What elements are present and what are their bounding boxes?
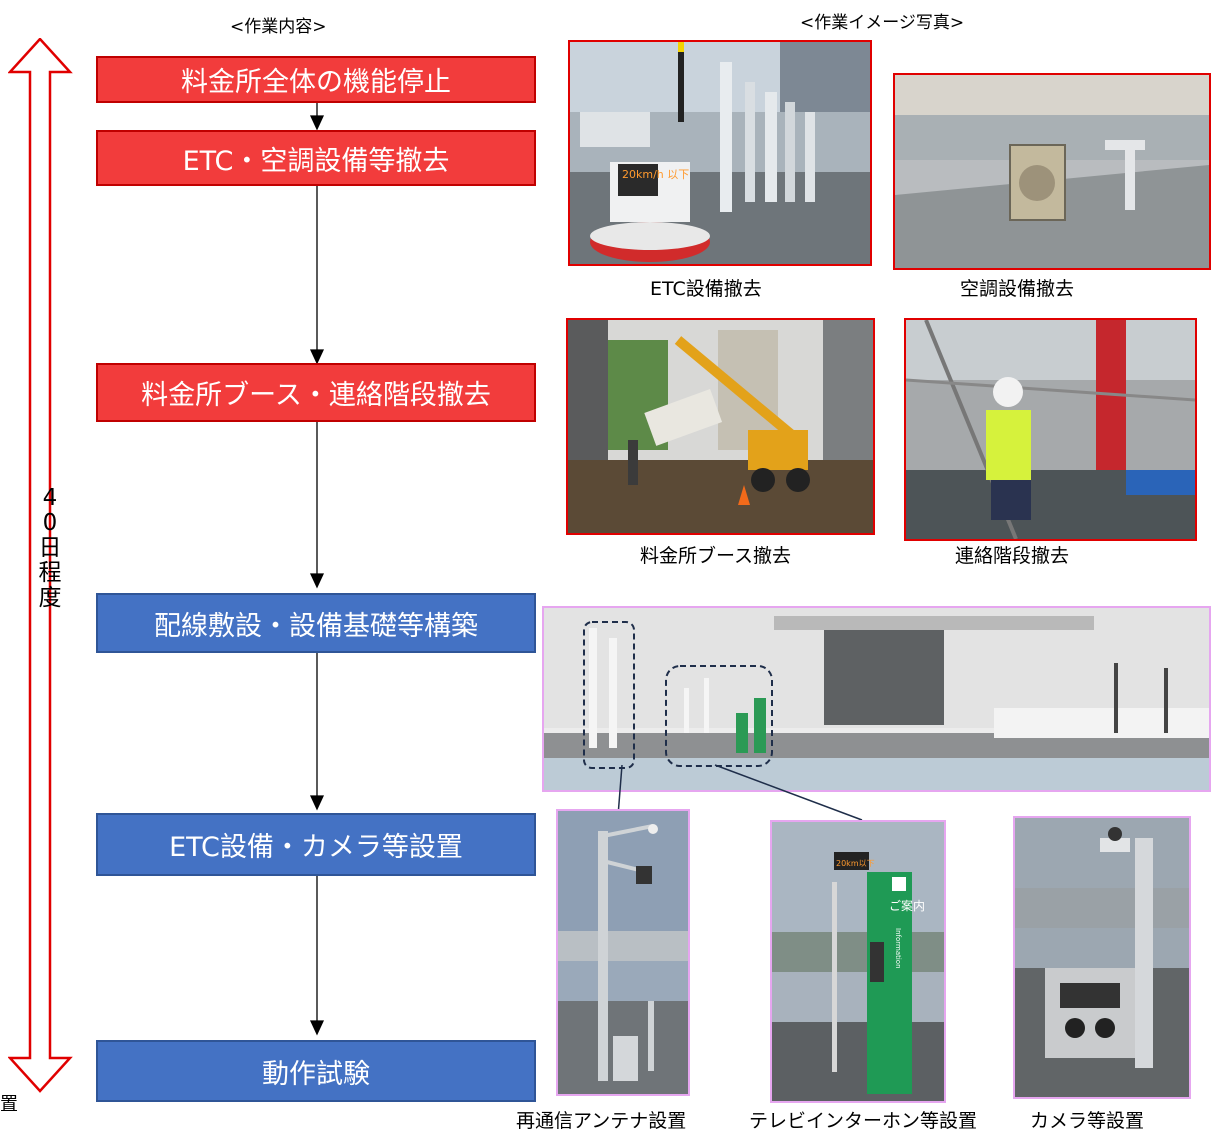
svg-text:20km以下: 20km以下 xyxy=(836,859,875,868)
photo-antenna-installation xyxy=(556,809,690,1096)
step-remove-booth-stairs: 料金所ブース・連絡階段撤去 xyxy=(96,363,536,422)
caption-ac-removal: 空調設備撤去 xyxy=(960,278,1075,300)
photo-etc-removal: 20km/h 以下 xyxy=(568,40,872,266)
caption-booth-removal: 料金所ブース撤去 xyxy=(640,545,792,567)
caption-stairs-removal: 連絡階段撤去 xyxy=(955,545,1070,567)
step-install-etc-camera: ETC設備・カメラ等設置 xyxy=(96,813,536,876)
caption-intercom-installation: テレビインターホン等設置 xyxy=(749,1110,978,1132)
rendering-installation-layout xyxy=(542,606,1211,792)
flow-connectors xyxy=(309,102,325,1036)
photo-intercom-installation: 20km以下 ご案内 Information xyxy=(770,820,946,1103)
caption-etc-removal: ETC設備撤去 xyxy=(650,278,762,300)
photo-booth-removal xyxy=(566,318,875,535)
caption-antenna-installation: 再通信アンテナ設置 xyxy=(516,1110,687,1132)
step-remove-etc-ac: ETC・空調設備等撤去 xyxy=(96,130,536,186)
svg-text:20km/h 以下: 20km/h 以下 xyxy=(622,168,689,181)
svg-text:ご案内: ご案内 xyxy=(889,898,925,913)
step-stop-tollgate: 料金所全体の機能停止 xyxy=(96,56,536,103)
step-operation-test: 動作試験 xyxy=(96,1040,536,1102)
caption-camera-installation: カメラ等設置 xyxy=(1030,1110,1145,1132)
svg-text:Information: Information xyxy=(894,928,902,969)
duration-double-arrow xyxy=(8,38,73,1093)
callout-connectors xyxy=(617,764,863,821)
photo-stairs-removal xyxy=(904,318,1197,541)
step-wiring-foundation: 配線敷設・設備基礎等構築 xyxy=(96,593,536,653)
photo-ac-removal xyxy=(893,73,1211,270)
work-photos-header: <作業イメージ写真> xyxy=(800,13,965,33)
edge-cut-text: 置 xyxy=(0,1094,18,1115)
work-content-header: <作業内容> xyxy=(230,17,327,37)
duration-label: 4 0 日 程 度 xyxy=(38,485,62,611)
photo-camera-installation xyxy=(1013,816,1191,1099)
